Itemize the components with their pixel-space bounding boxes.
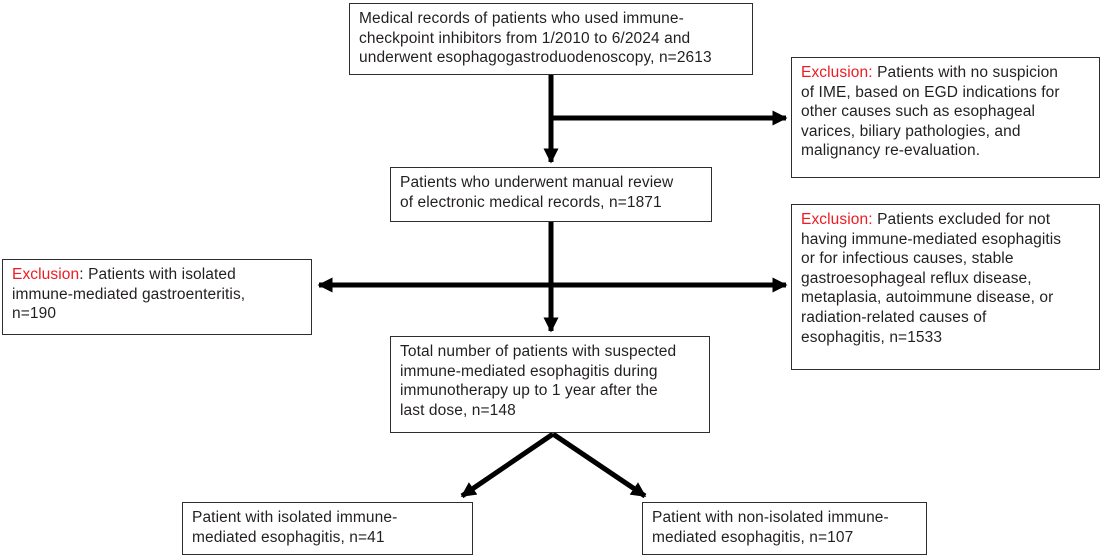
exclusion-label: Exclusion: <box>801 211 873 228</box>
box-exclusion-no-suspicion: Exclusion: Patients with no suspicion of… <box>791 57 1100 178</box>
box-isolated-ime: Patient with isolated immune- mediated e… <box>182 502 473 555</box>
box-exclusion-not-ime: Exclusion: Patients excluded for not hav… <box>791 204 1100 370</box>
exclusion-label: Exclusion <box>12 266 80 283</box>
exclusion-label: Exclusion: <box>801 64 873 81</box>
box-isolated-ime-text: Patient with isolated immune- mediated e… <box>192 509 398 546</box>
box-exclusion-no-suspicion-text: Patients with no suspicion of IME, based… <box>801 64 1060 160</box>
box-exclusion-gastroenteritis-text: : Patients with isolated immune-mediated… <box>12 266 246 323</box>
arrow-total-to-isolated <box>460 431 555 499</box>
box-medical-records: Medical records of patients who used imm… <box>349 3 753 75</box>
box-exclusion-gastroenteritis: Exclusion: Patients with isolated immune… <box>2 259 312 335</box>
box-non-isolated-ime-text: Patient with non-isolated immune- mediat… <box>652 509 889 546</box>
box-manual-review: Patients who underwent manual review of … <box>390 167 712 222</box>
box-total-suspected: Total number of patients with suspected … <box>390 336 710 433</box>
arrow-total-to-non-isolated <box>551 431 647 499</box>
box-non-isolated-ime: Patient with non-isolated immune- mediat… <box>642 502 927 555</box>
box-medical-records-text: Medical records of patients who used imm… <box>359 10 712 67</box>
box-manual-review-text: Patients who underwent manual review of … <box>400 174 674 211</box>
box-total-suspected-text: Total number of patients with suspected … <box>400 343 677 419</box>
box-exclusion-not-ime-text: Patients excluded for not having immune-… <box>801 211 1062 346</box>
